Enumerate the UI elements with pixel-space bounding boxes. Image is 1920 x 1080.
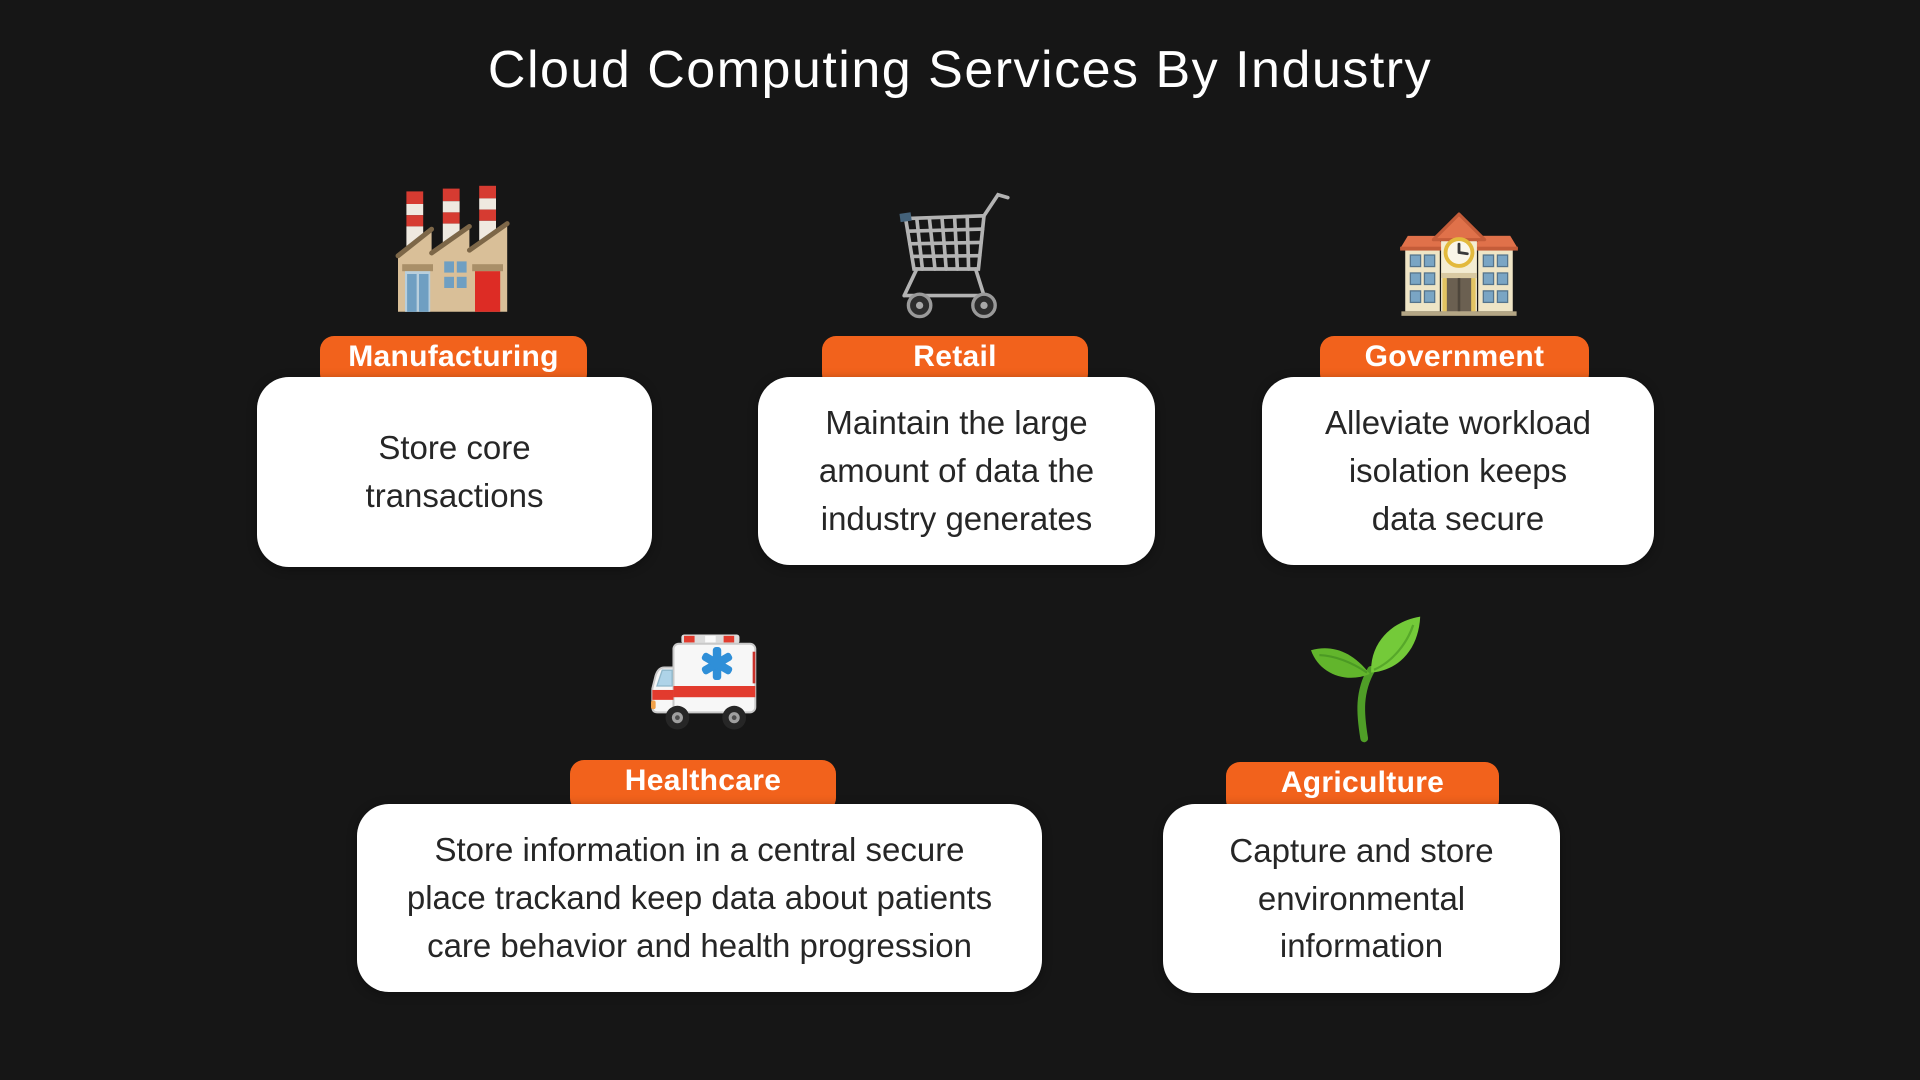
industry-label: Healthcare (624, 764, 782, 797)
page-title: Cloud Computing Services By Industry (487, 41, 1433, 99)
description-text: Store core transactions (365, 429, 544, 514)
industry-badge: Healthcare (570, 760, 836, 812)
description-text: Capture and store environmental informat… (1229, 831, 1494, 965)
description-card: Store core transactions (257, 377, 652, 567)
school-building-icon (1389, 200, 1529, 328)
description-text: Maintain the large amount of data the in… (818, 404, 1095, 537)
description-text: Alleviate workload isolation keeps data … (1325, 404, 1591, 537)
description-card: Maintain the large amount of data the in… (758, 377, 1155, 565)
industry-label: Manufacturing (348, 340, 559, 373)
industry-label: Retail (913, 340, 997, 373)
factory-icon (384, 183, 524, 323)
description-card: Alleviate workload isolation keeps data … (1262, 377, 1654, 565)
description-card: Capture and store environmental informat… (1163, 804, 1560, 993)
ambulance-icon (630, 620, 775, 752)
shopping-cart-icon (886, 185, 1026, 325)
description-card: Store information in a central secure pl… (357, 804, 1042, 992)
industry-label: Agriculture (1280, 766, 1445, 799)
seedling-icon (1286, 604, 1434, 744)
description-text: Store information in a central secure pl… (406, 831, 993, 964)
industry-label: Government (1364, 340, 1545, 373)
